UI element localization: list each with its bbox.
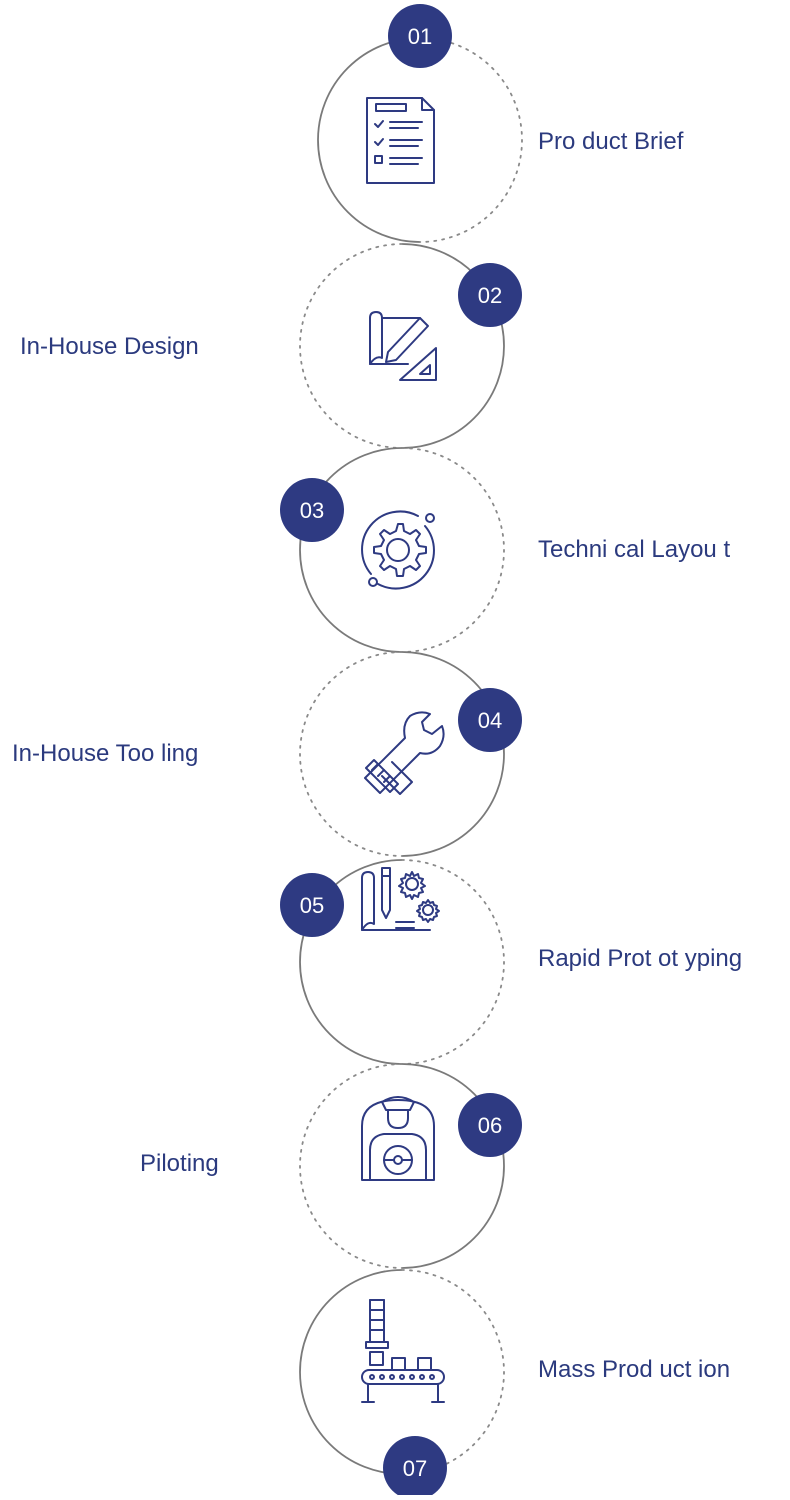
step-1-dotted-arc [419,37,523,243]
pilot-icon [361,1096,435,1181]
step-2-solid-arc [401,243,505,449]
step-1-solid-arc [317,37,421,243]
step-6-label: Piloting [140,1150,219,1177]
badge-05-text: 05 [300,893,324,918]
step-2-dotted-arc [299,243,403,449]
step-6-solid-arc [401,1063,505,1269]
step-2-label: In-House Design [20,333,199,360]
badge-03-text: 03 [300,498,324,523]
step-4-dotted-arc [299,651,403,857]
gear-orbit-icon [361,510,435,590]
badge-06-text: 06 [478,1113,502,1138]
badge-01: 01 [388,4,452,68]
step-7-dotted-arc [401,1269,505,1475]
badge-04: 04 [458,688,522,752]
step-5-dotted-arc [401,859,505,1065]
step-3-solid-arc [299,447,403,653]
step-5-solid-arc [299,859,403,1065]
step-7-solid-arc [299,1269,403,1475]
step-6-dotted-arc [299,1063,403,1269]
wrench-tool-icon [364,711,445,795]
step-4-label: In-House Too ling [12,740,199,767]
step-3-dotted-arc [401,447,505,653]
badge-07: 07 [383,1436,447,1500]
badge-02: 02 [458,263,522,327]
badge-01-text: 01 [408,24,432,49]
badge-02-text: 02 [478,283,502,308]
blueprint-pencil-icon [369,311,437,381]
step-1-label: Pro duct Brief [538,128,684,155]
badge-07-text: 07 [403,1456,427,1481]
step-5-label: Rapid Prot ot yping [538,945,743,972]
step-4-solid-arc [401,651,505,857]
badge-05: 05 [280,873,344,937]
prototype-gears-icon [361,867,440,931]
badge-03: 03 [280,478,344,542]
conveyor-production-icon [361,1299,445,1403]
checklist-icon [366,97,435,184]
step-3-label: Techni cal Layou t [538,536,731,563]
step-7-label: Mass Prod uct ion [538,1356,731,1383]
badge-06: 06 [458,1093,522,1157]
badge-04-text: 04 [478,708,502,733]
